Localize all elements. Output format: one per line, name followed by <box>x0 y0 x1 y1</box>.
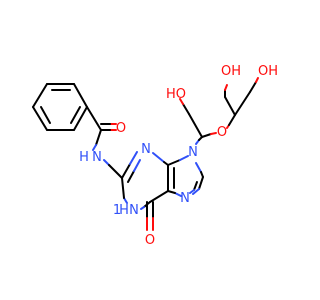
molecule-structure: O H N N N N 1 H N O O HO OH OH <box>32 64 278 248</box>
oxygen-label: O <box>145 233 155 248</box>
bond <box>140 206 145 210</box>
bond <box>249 81 257 93</box>
nitrogen-label: N <box>180 191 190 206</box>
purine-ring <box>121 151 204 231</box>
bond <box>174 192 182 197</box>
bond <box>201 133 212 138</box>
amide-group <box>86 106 123 179</box>
bond <box>210 132 217 135</box>
oxygen-label: O <box>116 121 126 136</box>
double-bond <box>40 106 51 124</box>
double-bond <box>189 189 195 194</box>
bond <box>182 103 190 115</box>
bond <box>224 96 236 116</box>
bond <box>167 159 181 166</box>
bond <box>179 155 189 161</box>
bond <box>188 113 203 138</box>
bond <box>103 159 110 166</box>
bond <box>108 164 123 179</box>
bond <box>121 177 125 199</box>
bond <box>224 84 228 91</box>
bond <box>92 144 97 151</box>
hydroxyl-label: OH <box>221 64 241 79</box>
double-bond <box>70 106 81 124</box>
nitrogen-label: N <box>188 145 198 160</box>
ring-hydrogen-label: H <box>119 203 129 218</box>
bond <box>73 83 88 108</box>
side-chain <box>179 77 259 145</box>
nitrogen-label: N <box>92 150 102 165</box>
bond <box>228 114 236 126</box>
double-bond <box>193 181 198 191</box>
bond <box>73 106 88 131</box>
atom-labels: O H N N N N 1 H N O O HO OH OH <box>79 64 278 248</box>
bond <box>32 83 48 108</box>
bond <box>149 190 169 203</box>
ring-hydrogen-prefix: 1 <box>113 203 121 218</box>
bond <box>195 162 202 173</box>
hydroxyl-label: OH <box>258 64 278 79</box>
bond <box>255 77 259 83</box>
hydroxyl-label: HO <box>166 87 186 102</box>
bond <box>179 98 184 105</box>
double-bond <box>133 159 141 172</box>
bond <box>86 106 102 131</box>
bond <box>129 151 138 165</box>
benzene-ring <box>32 83 88 131</box>
bond <box>32 106 48 131</box>
bond <box>95 129 102 146</box>
bond <box>121 163 131 179</box>
bond <box>167 190 176 194</box>
bond <box>198 176 204 190</box>
double-bond <box>127 170 135 183</box>
bond <box>192 188 200 195</box>
oxygen-label: O <box>217 125 227 140</box>
nitrogen-label: N <box>141 142 151 157</box>
bond <box>152 152 165 163</box>
nitrogen-label: N <box>129 203 139 218</box>
bond <box>234 91 251 116</box>
amide-hydrogen-label: H <box>79 150 89 165</box>
